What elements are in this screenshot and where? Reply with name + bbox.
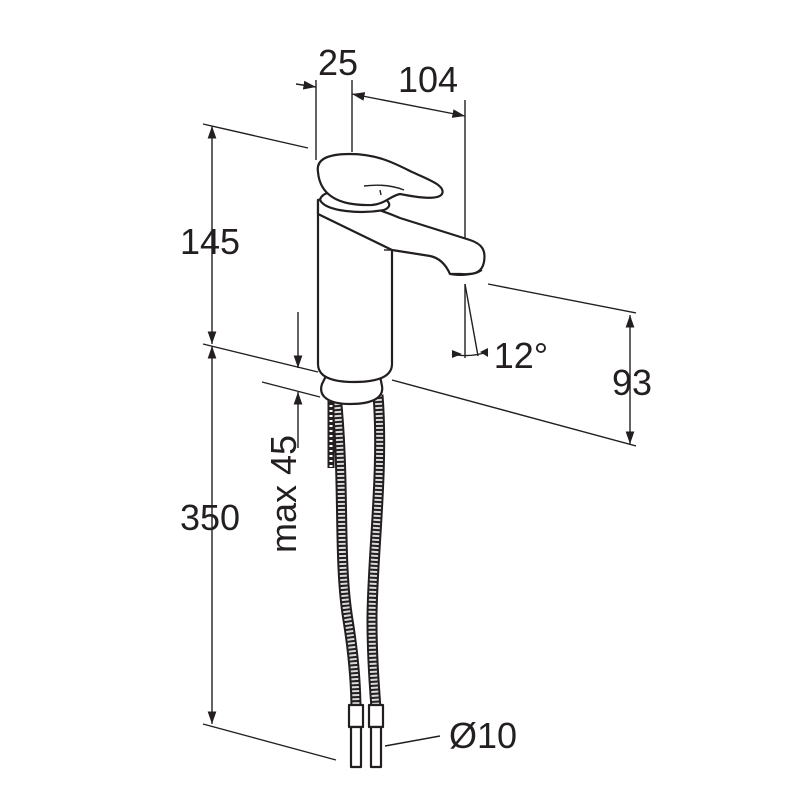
dim-spout-angle: 12°: [494, 335, 548, 376]
extension-lines: [202, 80, 637, 761]
dim-spout-height: 93: [612, 362, 652, 403]
faucet-body: [316, 152, 486, 406]
dim-height-above-deck: 145: [180, 221, 240, 262]
dim-max-deck-thickness: max 45: [263, 435, 304, 553]
dim-hose-diameter: Ø10: [449, 715, 517, 756]
dim-lever-offset: 25: [318, 42, 358, 83]
dim-spout-reach: 104: [398, 59, 458, 100]
dimension-lines: [207, 80, 635, 747]
dim-hose-length: 350: [180, 497, 240, 538]
supply-hoses: [327, 394, 386, 769]
